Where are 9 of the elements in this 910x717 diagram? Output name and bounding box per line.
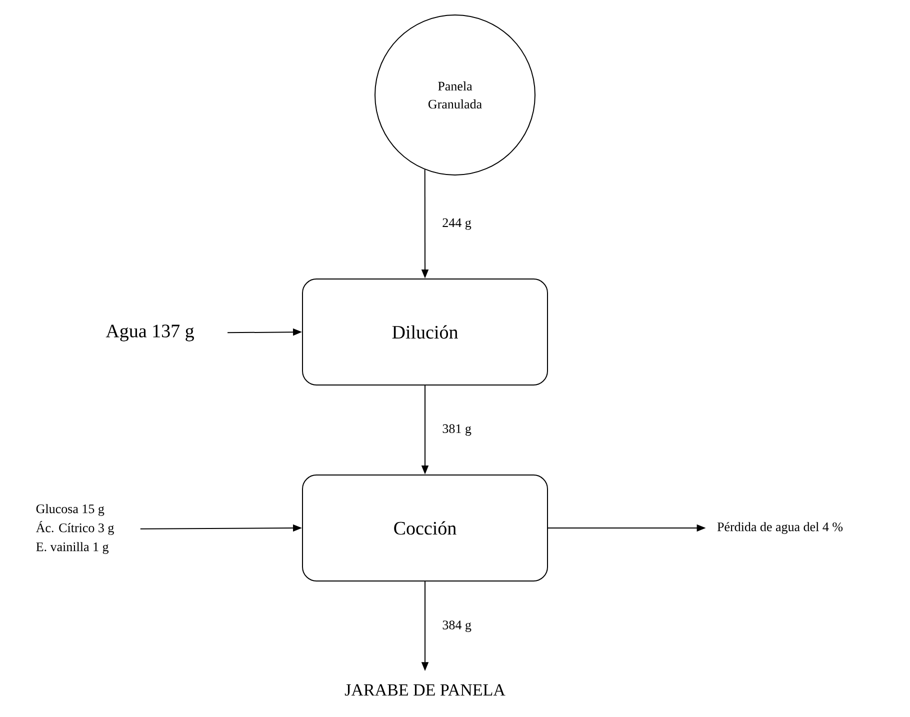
- process-box: Dilución: [302, 278, 548, 386]
- edge-label: 244 g: [442, 218, 472, 230]
- output-label: Pérdida de agua del 4 %: [717, 522, 843, 534]
- ingredient-list: Glucosa 15 g Ác. Cítrico 3 g E. vainilla 1 g: [36, 504, 114, 554]
- product-label: JARABE DE PANELA: [344, 684, 506, 696]
- input-label: Agua 137 g: [106, 324, 194, 342]
- edge-label: 384 g: [442, 620, 472, 632]
- process-box: Cocción: [302, 474, 548, 582]
- edge-label: 381 g: [442, 424, 472, 436]
